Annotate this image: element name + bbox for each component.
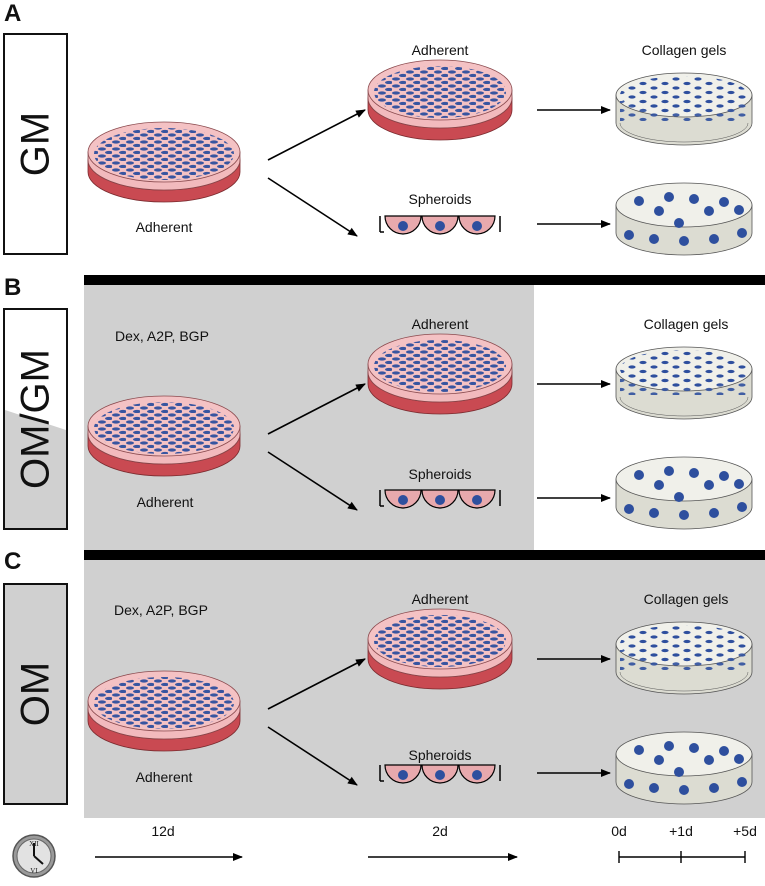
panel-a-gel-adherent [615,72,753,146]
panel-a-spheroids-label: Spheroids [408,191,472,207]
panel-a-gels-label: Collagen gels [641,42,727,58]
panel-a-arrow-up [267,109,366,161]
panel-c-spheroids-label: Spheroids [408,747,472,763]
panel-c-gel-adherent [615,621,753,695]
panel-b-medium-shading [5,410,66,528]
timeline-t0-label: 0d [611,823,627,839]
panel-a-medium-box: GM [3,33,68,255]
clock-icon: XII VI [12,834,56,878]
panel-b-additives-label: Dex, A2P, BGP [115,328,209,344]
panel-a-adherent-dish [367,59,513,141]
panel-a-spheroid-well [379,215,501,235]
panel-a-arrow-down [267,177,358,237]
timeline-t2-label: +5d [733,823,757,839]
clock-vi-numeral: VI [30,867,38,875]
panel-c-arrow-up [267,658,366,710]
panel-b-arrow-down [267,451,358,511]
timeline-t1-label: +1d [669,823,693,839]
panel-b-arrow-up [267,383,366,435]
panel-c-top-bar [84,550,765,560]
panel-a-start-dish [87,121,241,203]
panel-a-adherent-label: Adherent [411,42,469,58]
panel-c-adherent-label: Adherent [411,591,469,607]
clock-xii-numeral: XII [29,840,39,848]
panel-c-arrow-down [267,726,358,786]
panel-a-start-label: Adherent [135,219,193,235]
panel-b-start-label: Adherent [136,494,194,510]
panel-b-letter: B [4,274,22,301]
timeline-stage1-label: 12d [151,823,175,839]
panel-c-spheroid-well [379,764,501,784]
panel-a-letter: A [4,0,22,27]
panel-b-gel-adherent [615,346,753,420]
panel-c-additives-label: Dex, A2P, BGP [114,602,208,618]
panel-c-start-dish [87,670,241,752]
panel-b-gel-spheroids [615,456,753,530]
panel-b-medium-box: OM/GM [3,308,68,530]
panel-c-start-label: Adherent [135,769,193,785]
panel-c-gel-spheroids [615,731,753,805]
panel-c-gels-label: Collagen gels [643,591,729,607]
panel-b-spheroids-label: Spheroids [408,466,472,482]
panel-a-gel-spheroids [615,182,753,256]
panel-c-adherent-dish [367,608,513,690]
panel-b-spheroid-well [379,489,501,509]
panel-c-medium-box: OM [3,583,68,805]
panel-b-adherent-label: Adherent [411,316,469,332]
panel-b-adherent-dish [367,333,513,415]
timeline-stage2-label: 2d [432,823,448,839]
panel-c-letter: C [4,548,22,575]
panel-b-top-bar [84,275,765,285]
panel-b-gels-label: Collagen gels [643,316,729,332]
panel-b-start-dish [87,395,241,477]
